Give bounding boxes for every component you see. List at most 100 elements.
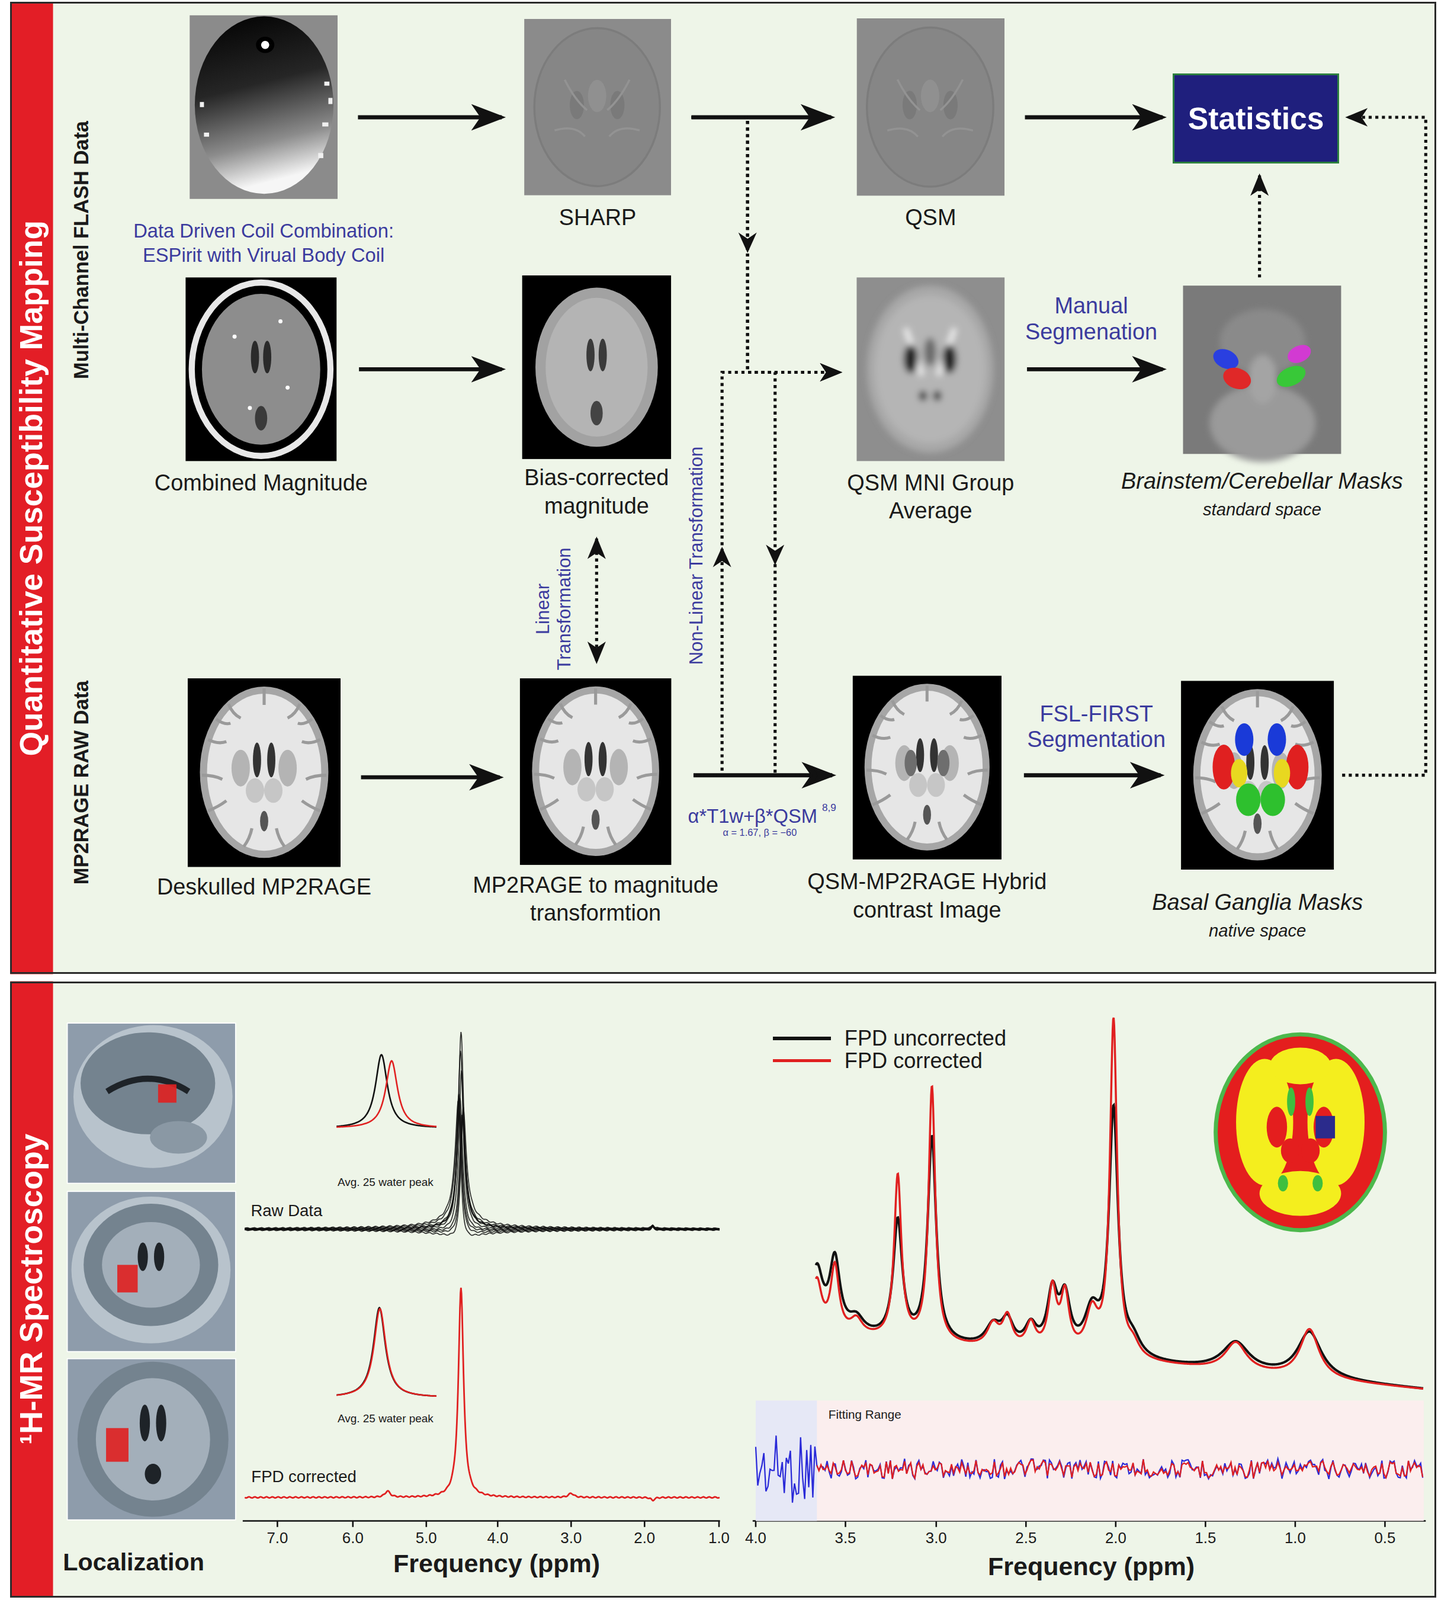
parameter-note: α = 1.67, β = −60 xyxy=(723,826,798,839)
qsm-average-image xyxy=(923,337,937,367)
flow-arrow xyxy=(1025,115,1163,120)
tissue-segmentation-image xyxy=(1259,1170,1342,1216)
image-panel: Basal Ganglia Masksnative space xyxy=(1180,673,1334,878)
localization-slice xyxy=(71,1196,231,1344)
axis-tick: 2.5 xyxy=(1015,1529,1037,1547)
panel-ground xyxy=(10,1,1436,974)
qsm-average-image xyxy=(856,277,1005,461)
brainstem-mask-image xyxy=(1284,341,1314,367)
magnitude-image xyxy=(185,277,337,461)
basal-ganglia-mask-image xyxy=(1230,758,1248,788)
axis-tick: 7.0 xyxy=(266,1529,288,1547)
localization-slice xyxy=(73,1025,233,1168)
legend-label: FPD corrected xyxy=(844,1048,983,1073)
axis-tick: 3.5 xyxy=(835,1529,857,1547)
panel-title: ¹H-MR Spectroscopy xyxy=(10,981,53,1598)
magnitude-image xyxy=(285,385,290,390)
edge-label: Manual Segmenation xyxy=(1002,293,1181,345)
phase-image xyxy=(194,16,334,195)
localization-slice xyxy=(106,1427,129,1462)
image-panel: Deskulled MP2RAGE xyxy=(187,678,341,868)
mp2rage-image xyxy=(187,678,341,868)
basal-ganglia-mask-image xyxy=(1180,680,1334,870)
qsm-average-image xyxy=(867,285,994,453)
magnitude-image xyxy=(185,277,337,461)
dotted-connector xyxy=(1257,175,1261,278)
magnitude-image xyxy=(247,405,252,410)
image-caption: Combined Magnitude xyxy=(154,469,368,497)
tissue-segmentation-image xyxy=(1215,1034,1386,1231)
axis-tick: 3.0 xyxy=(925,1529,948,1547)
edge-label: Linear Transformation xyxy=(532,544,575,673)
citation-number: 8,9 xyxy=(822,801,837,814)
raw-spectrum xyxy=(244,1031,720,1235)
localization-slice xyxy=(77,1361,229,1517)
localization-slice xyxy=(139,1404,150,1441)
fitted-spectrum xyxy=(755,1400,1424,1521)
axis-tick: 1.0 xyxy=(708,1529,730,1547)
spectrum-trace xyxy=(244,1031,720,1230)
sharp-image xyxy=(524,18,672,196)
image-panel: MP2RAGE to magnitude transformtion xyxy=(518,678,674,865)
phase-image xyxy=(328,97,333,104)
basal-ganglia-mask-image xyxy=(1236,782,1261,816)
panel-ground xyxy=(10,1,1436,1597)
mp2rage-registered-image xyxy=(520,678,672,865)
mp2rage-registered-image xyxy=(520,678,672,865)
axis-tick: 4.0 xyxy=(745,1529,767,1547)
magnitude-image xyxy=(232,334,237,339)
localization-slice xyxy=(158,1083,177,1103)
localization-slice xyxy=(80,1032,215,1135)
hybrid-image xyxy=(937,749,950,777)
image-caption: QSM xyxy=(904,203,956,232)
tissue-segmentation-image xyxy=(1281,1138,1300,1163)
hybrid-image xyxy=(852,675,1002,860)
phase-image xyxy=(203,132,210,137)
qsm-image xyxy=(856,18,1005,197)
axis-tick: 2.0 xyxy=(1105,1529,1127,1547)
corrected-spectrum xyxy=(336,1308,437,1396)
fitted-spectrum xyxy=(755,1017,1424,1521)
flow-arrowhead xyxy=(765,544,785,566)
qsm-average-image xyxy=(856,277,1005,461)
section-label: Multi-Channel FLASH Data xyxy=(69,120,94,380)
image-caption: QSM-MP2RAGE Hybrid contrast Image xyxy=(794,867,1060,924)
basal-ganglia-mask-image xyxy=(1212,744,1235,790)
image-caption: native space xyxy=(1208,919,1306,942)
localization-slice xyxy=(95,1377,211,1501)
axis-line xyxy=(242,1520,1427,1527)
corrected-spectrum xyxy=(336,1307,437,1396)
image-caption: standard space xyxy=(1202,498,1322,521)
range-label: Fitting Range xyxy=(828,1407,902,1423)
axis-tick: 2.0 xyxy=(633,1529,656,1547)
qsm-average-image xyxy=(933,390,942,401)
phase-image xyxy=(200,81,333,159)
legend-label: FPD uncorrected xyxy=(844,1026,1007,1051)
phase-image xyxy=(318,152,324,159)
tissue-segmentation-image xyxy=(1278,1175,1289,1192)
localization-slice xyxy=(83,1203,218,1327)
tissue-segmentation-image xyxy=(1312,1175,1323,1192)
axis-title: Frequency (ppm) xyxy=(987,1551,1195,1582)
magnitude-image xyxy=(251,340,260,374)
legend-sample xyxy=(772,1036,831,1040)
magnitude-image xyxy=(262,340,272,374)
localization-slice xyxy=(67,1191,236,1351)
magnitude-image xyxy=(201,293,321,445)
bias-corrected-image xyxy=(535,287,658,448)
image-panel: QSM-MP2RAGE Hybrid contrast Image xyxy=(852,673,1002,863)
image-caption: QSM MNI Group Average xyxy=(843,469,1018,526)
brainstem-mask-image xyxy=(1273,361,1309,391)
fitted-spectrum xyxy=(816,1017,1424,1389)
phase-image xyxy=(255,36,275,54)
phase-image xyxy=(261,40,270,50)
spectrum-trace xyxy=(244,1093,720,1233)
image-caption: Data Driven Coil Combination: ESPirit wi… xyxy=(110,219,417,268)
bias-corrected-image xyxy=(590,400,603,426)
localization-slice xyxy=(149,1120,207,1154)
raw-spectrum xyxy=(336,1054,437,1128)
bias-corrected-image xyxy=(545,297,648,437)
localization-slice xyxy=(67,1022,236,1520)
axis-tick: 3.0 xyxy=(560,1529,582,1547)
